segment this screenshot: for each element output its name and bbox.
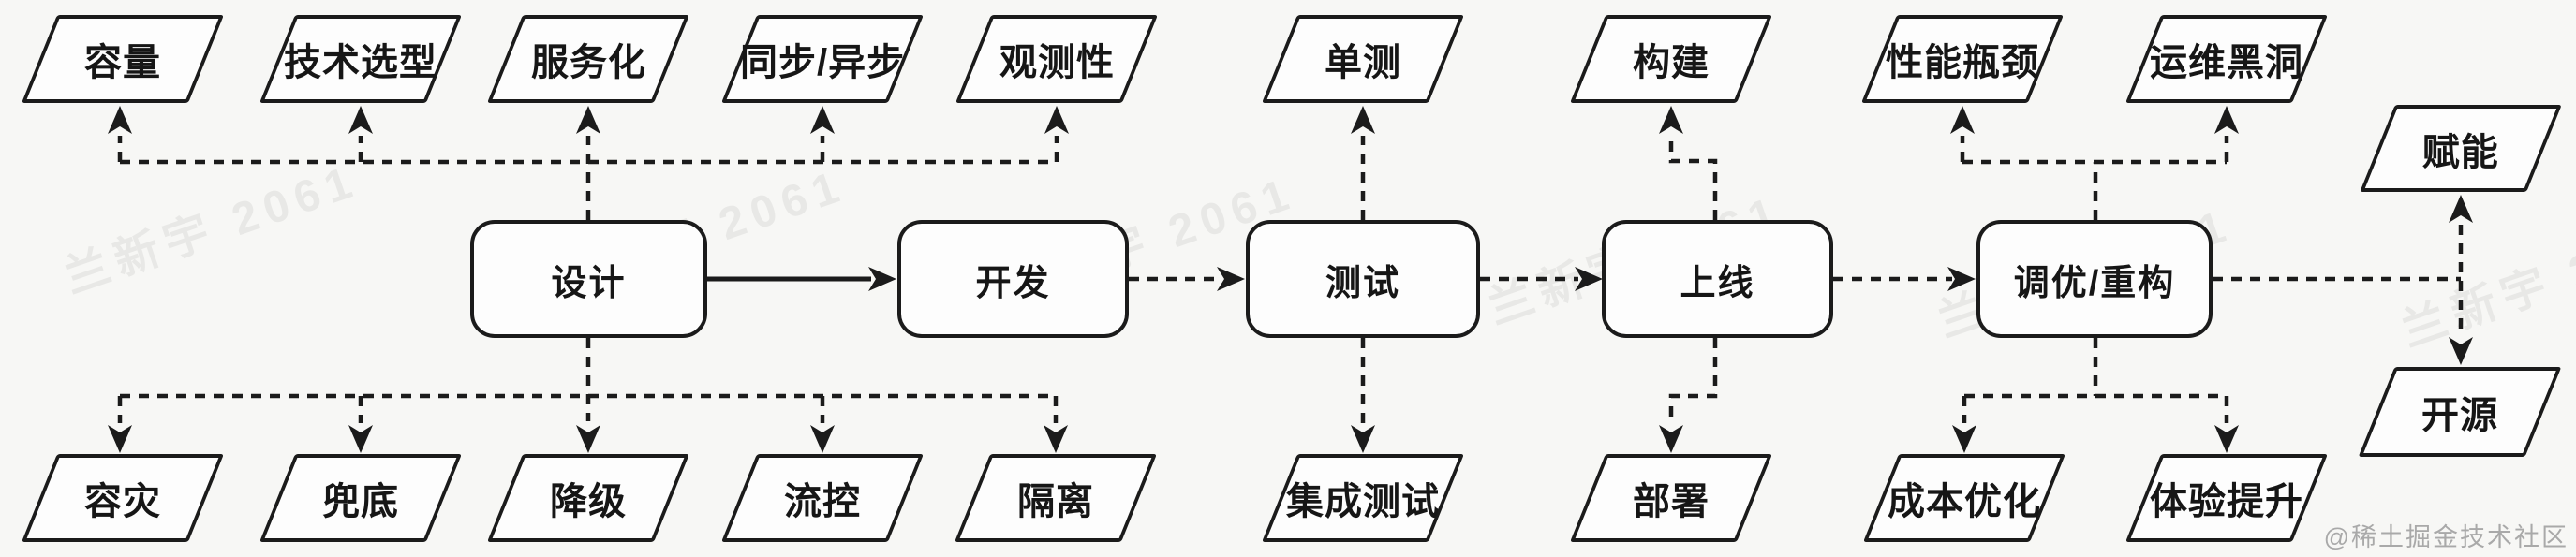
connector-design-top-fanout bbox=[117, 136, 1059, 220]
node-label: 体验提升 bbox=[2150, 481, 2303, 522]
node-label: 服务化 bbox=[530, 42, 646, 83]
node-label: 部署 bbox=[1633, 481, 1710, 522]
node-label: 流控 bbox=[784, 481, 861, 522]
node-flow-control: 流控 bbox=[721, 454, 924, 542]
node-label: 同步/异步 bbox=[739, 42, 906, 83]
node-label: 降级 bbox=[550, 481, 627, 522]
node-empowerment: 赋能 bbox=[2360, 105, 2562, 192]
node-label: 开源 bbox=[2421, 395, 2498, 436]
connector-tune-opensource-empowerment bbox=[2213, 225, 2464, 335]
node-performance-bottleneck: 性能瓶颈 bbox=[1861, 15, 2064, 103]
node-label: 技术选型 bbox=[284, 42, 437, 83]
stage-label: 上线 bbox=[1680, 263, 1755, 303]
stage-label: 开发 bbox=[975, 263, 1051, 303]
node-experience-improvement: 体验提升 bbox=[2125, 454, 2328, 542]
stage-test: 测试 bbox=[1246, 220, 1480, 338]
node-label: 单测 bbox=[1325, 42, 1401, 83]
node-ops-black-hole: 运维黑洞 bbox=[2125, 15, 2328, 103]
stage-tune-refactor: 调优/重构 bbox=[1976, 220, 2213, 338]
node-label: 兜底 bbox=[322, 481, 399, 522]
stage-develop: 开发 bbox=[897, 220, 1129, 338]
node-label: 容量 bbox=[84, 42, 161, 83]
node-label: 赋能 bbox=[2422, 131, 2499, 173]
node-build: 构建 bbox=[1570, 15, 1772, 103]
stage-launch: 上线 bbox=[1602, 220, 1833, 338]
community-credit: @稀土掘金技术社区 bbox=[2323, 523, 2569, 551]
stage-label: 调优/重构 bbox=[2013, 263, 2176, 303]
node-cost-optimization: 成本优化 bbox=[1863, 454, 2065, 542]
node-label: 隔离 bbox=[1017, 481, 1094, 522]
stage-design: 设计 bbox=[470, 220, 707, 338]
node-degradation: 降级 bbox=[487, 454, 689, 542]
node-label: 集成测试 bbox=[1286, 481, 1440, 522]
node-tech-selection: 技术选型 bbox=[259, 15, 462, 103]
node-label: 性能瓶颈 bbox=[1886, 42, 2039, 83]
node-isolation: 隔离 bbox=[955, 454, 1157, 542]
node-label: 观测性 bbox=[999, 42, 1115, 83]
node-fallback: 兜底 bbox=[259, 454, 462, 542]
arrowheads bbox=[108, 106, 2473, 453]
node-servicization: 服务化 bbox=[487, 15, 689, 103]
connector-launch-deploy bbox=[1668, 338, 1718, 423]
node-label: 构建 bbox=[1633, 42, 1710, 83]
stage-label: 设计 bbox=[551, 263, 627, 303]
connector-design-bottom-fanout bbox=[117, 338, 1059, 423]
node-observability: 观测性 bbox=[955, 15, 1158, 103]
node-label: 容灾 bbox=[84, 481, 161, 522]
node-disaster-recovery: 容灾 bbox=[22, 454, 224, 542]
connector-tune-bottom-fanout bbox=[1962, 338, 2229, 423]
connector-tune-top-fanout bbox=[1960, 136, 2229, 220]
node-label: 运维黑洞 bbox=[2150, 42, 2303, 83]
node-integration-test: 集成测试 bbox=[1262, 454, 1464, 542]
node-unit-test: 单测 bbox=[1262, 15, 1464, 103]
node-label: 成本优化 bbox=[1888, 481, 2041, 522]
connector-launch-build bbox=[1668, 136, 1718, 220]
stage-label: 测试 bbox=[1325, 263, 1400, 303]
node-deployment: 部署 bbox=[1570, 454, 1772, 542]
node-sync-async: 同步/异步 bbox=[721, 15, 924, 103]
node-capacity: 容量 bbox=[22, 15, 224, 103]
